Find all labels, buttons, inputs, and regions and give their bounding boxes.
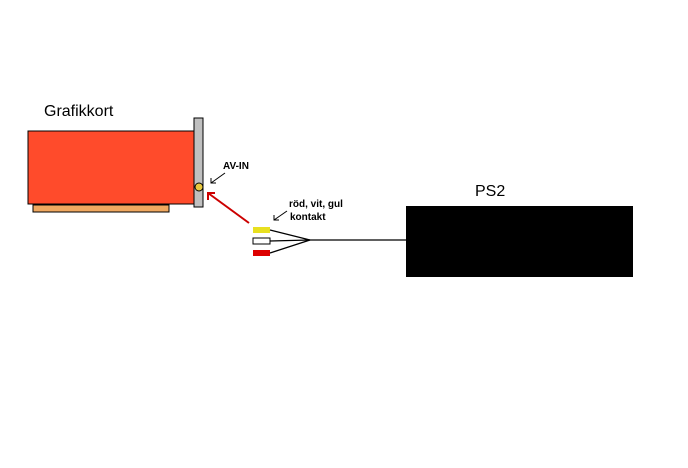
av-cable	[269, 229, 407, 254]
ps2-label: PS2	[475, 183, 505, 200]
card-bracket	[193, 117, 204, 208]
av-in-label: AV-IN	[223, 161, 249, 172]
plug-red	[253, 250, 270, 256]
plug-white	[252, 237, 271, 245]
ps2-console	[406, 206, 633, 277]
card-edge-connector	[32, 204, 170, 213]
connector-pointer-arrow	[273, 210, 288, 221]
rca-plugs	[252, 227, 271, 256]
av-in-pointer-arrow	[210, 172, 226, 184]
graphics-card	[27, 117, 204, 213]
connector-label-line1: röd, vit, gul	[289, 199, 343, 210]
connector-label-line2: kontakt	[290, 212, 326, 223]
av-in-jack	[194, 182, 204, 192]
red-connection-arrow	[207, 192, 250, 224]
card-label: Grafikkort	[44, 103, 114, 120]
card-body	[27, 130, 196, 205]
plug-yellow	[253, 227, 270, 233]
